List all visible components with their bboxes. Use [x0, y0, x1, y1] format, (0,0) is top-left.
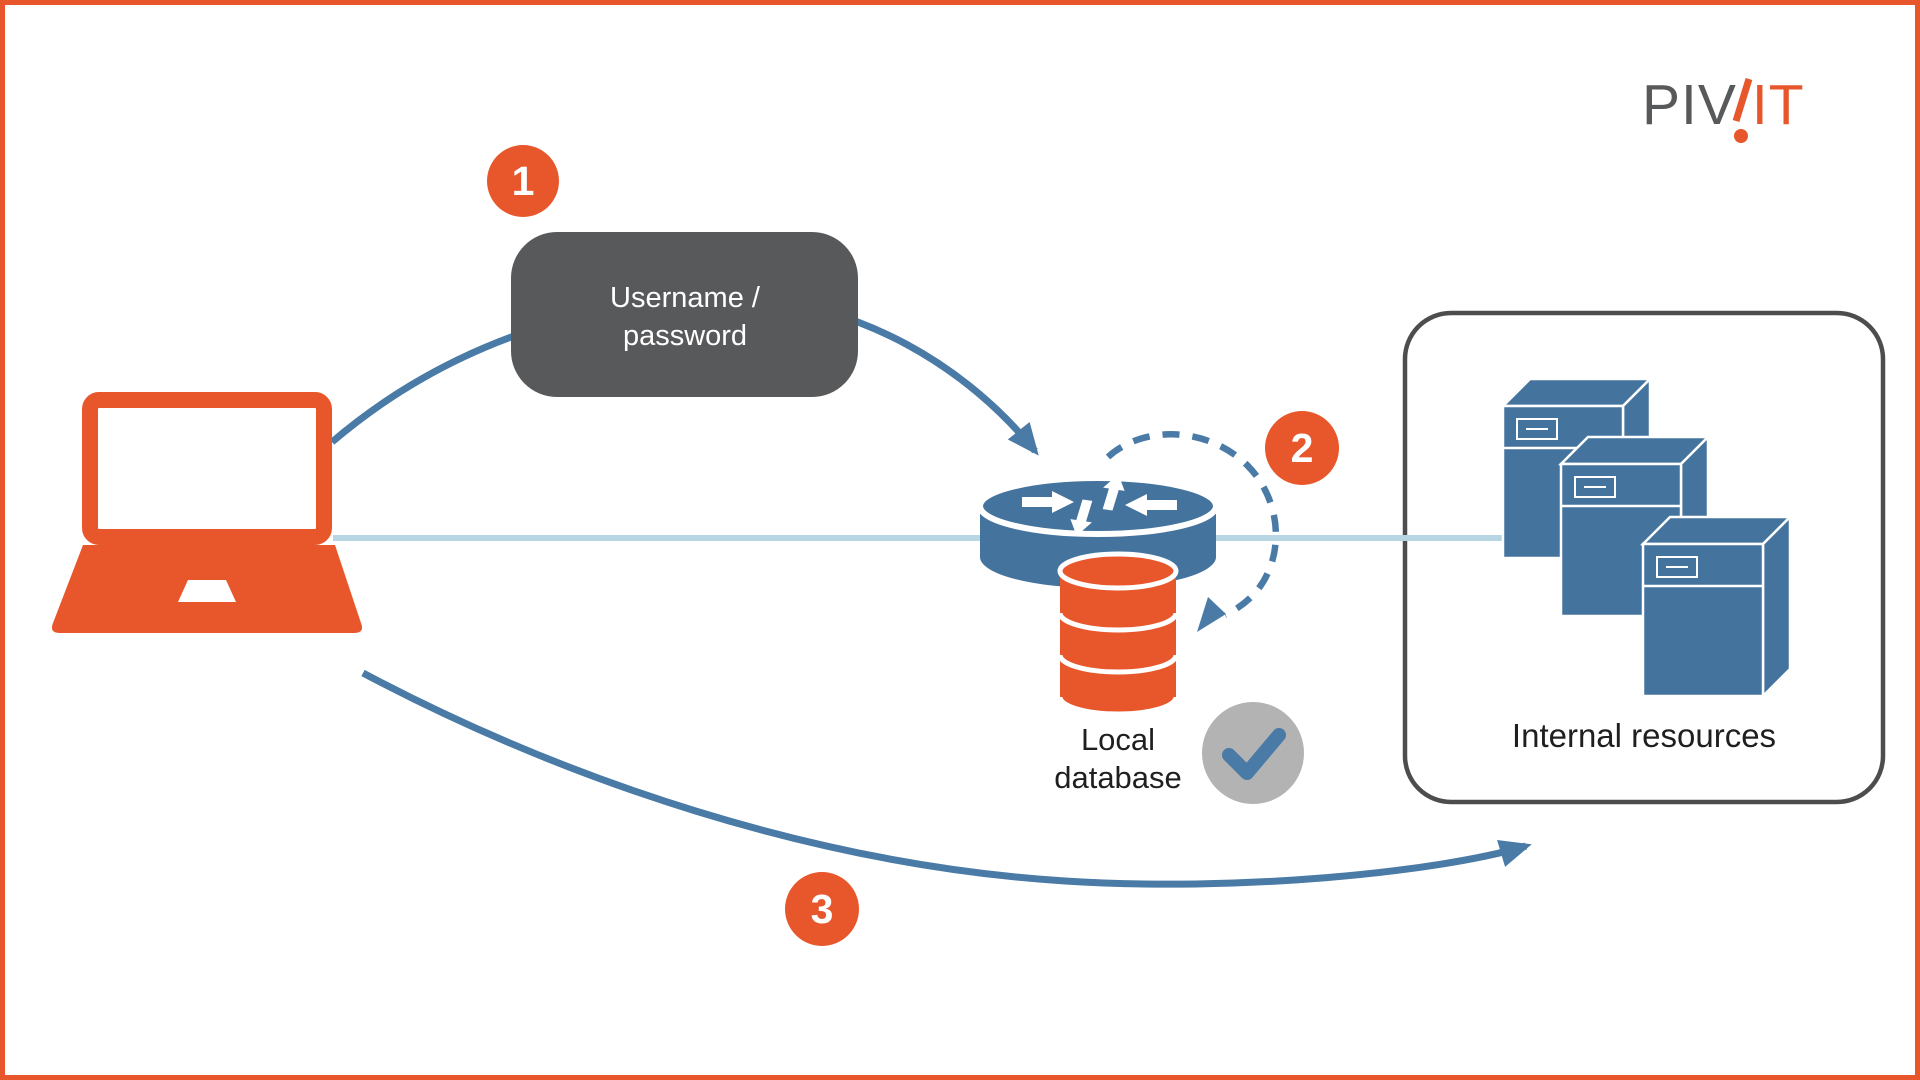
- local-lookup-arrowhead-icon: [1197, 597, 1226, 632]
- local-lookup-loop-arrow: [1105, 431, 1280, 618]
- step-3-badge: 3: [785, 872, 859, 946]
- local-database-label-line2: database: [1054, 760, 1182, 795]
- logo-pivot-mark-icon: [1731, 73, 1755, 151]
- logo-text-gray: PIV: [1642, 73, 1737, 137]
- step-3-number: 3: [811, 886, 834, 932]
- logo-text-orange: IT: [1751, 73, 1805, 137]
- server-icon: [1639, 513, 1794, 700]
- touchpad-icon: [178, 580, 236, 602]
- credentials-label-line2: password: [623, 320, 747, 352]
- router-arrows-icon: [1022, 474, 1177, 536]
- database-icon: [1057, 551, 1179, 717]
- check-icon: [1202, 702, 1304, 804]
- local-database-label-line1: Local: [1081, 722, 1155, 757]
- step-1-number: 1: [512, 158, 535, 204]
- credentials-box: Username / password: [511, 232, 858, 397]
- diagram-canvas: Username / password 1 2 3 Local database: [51, 145, 1886, 946]
- step-2-badge: 2: [1265, 411, 1339, 485]
- step-2-number: 2: [1291, 425, 1314, 471]
- credentials-label-line1: Username /: [610, 282, 761, 314]
- arrow-step3-access: [361, 669, 1532, 888]
- step-1-badge: 1: [487, 145, 559, 217]
- laptop-icon: [51, 392, 363, 633]
- server-stack-icon: [1499, 375, 1794, 700]
- internal-resources-label: Internal resources: [1512, 717, 1776, 754]
